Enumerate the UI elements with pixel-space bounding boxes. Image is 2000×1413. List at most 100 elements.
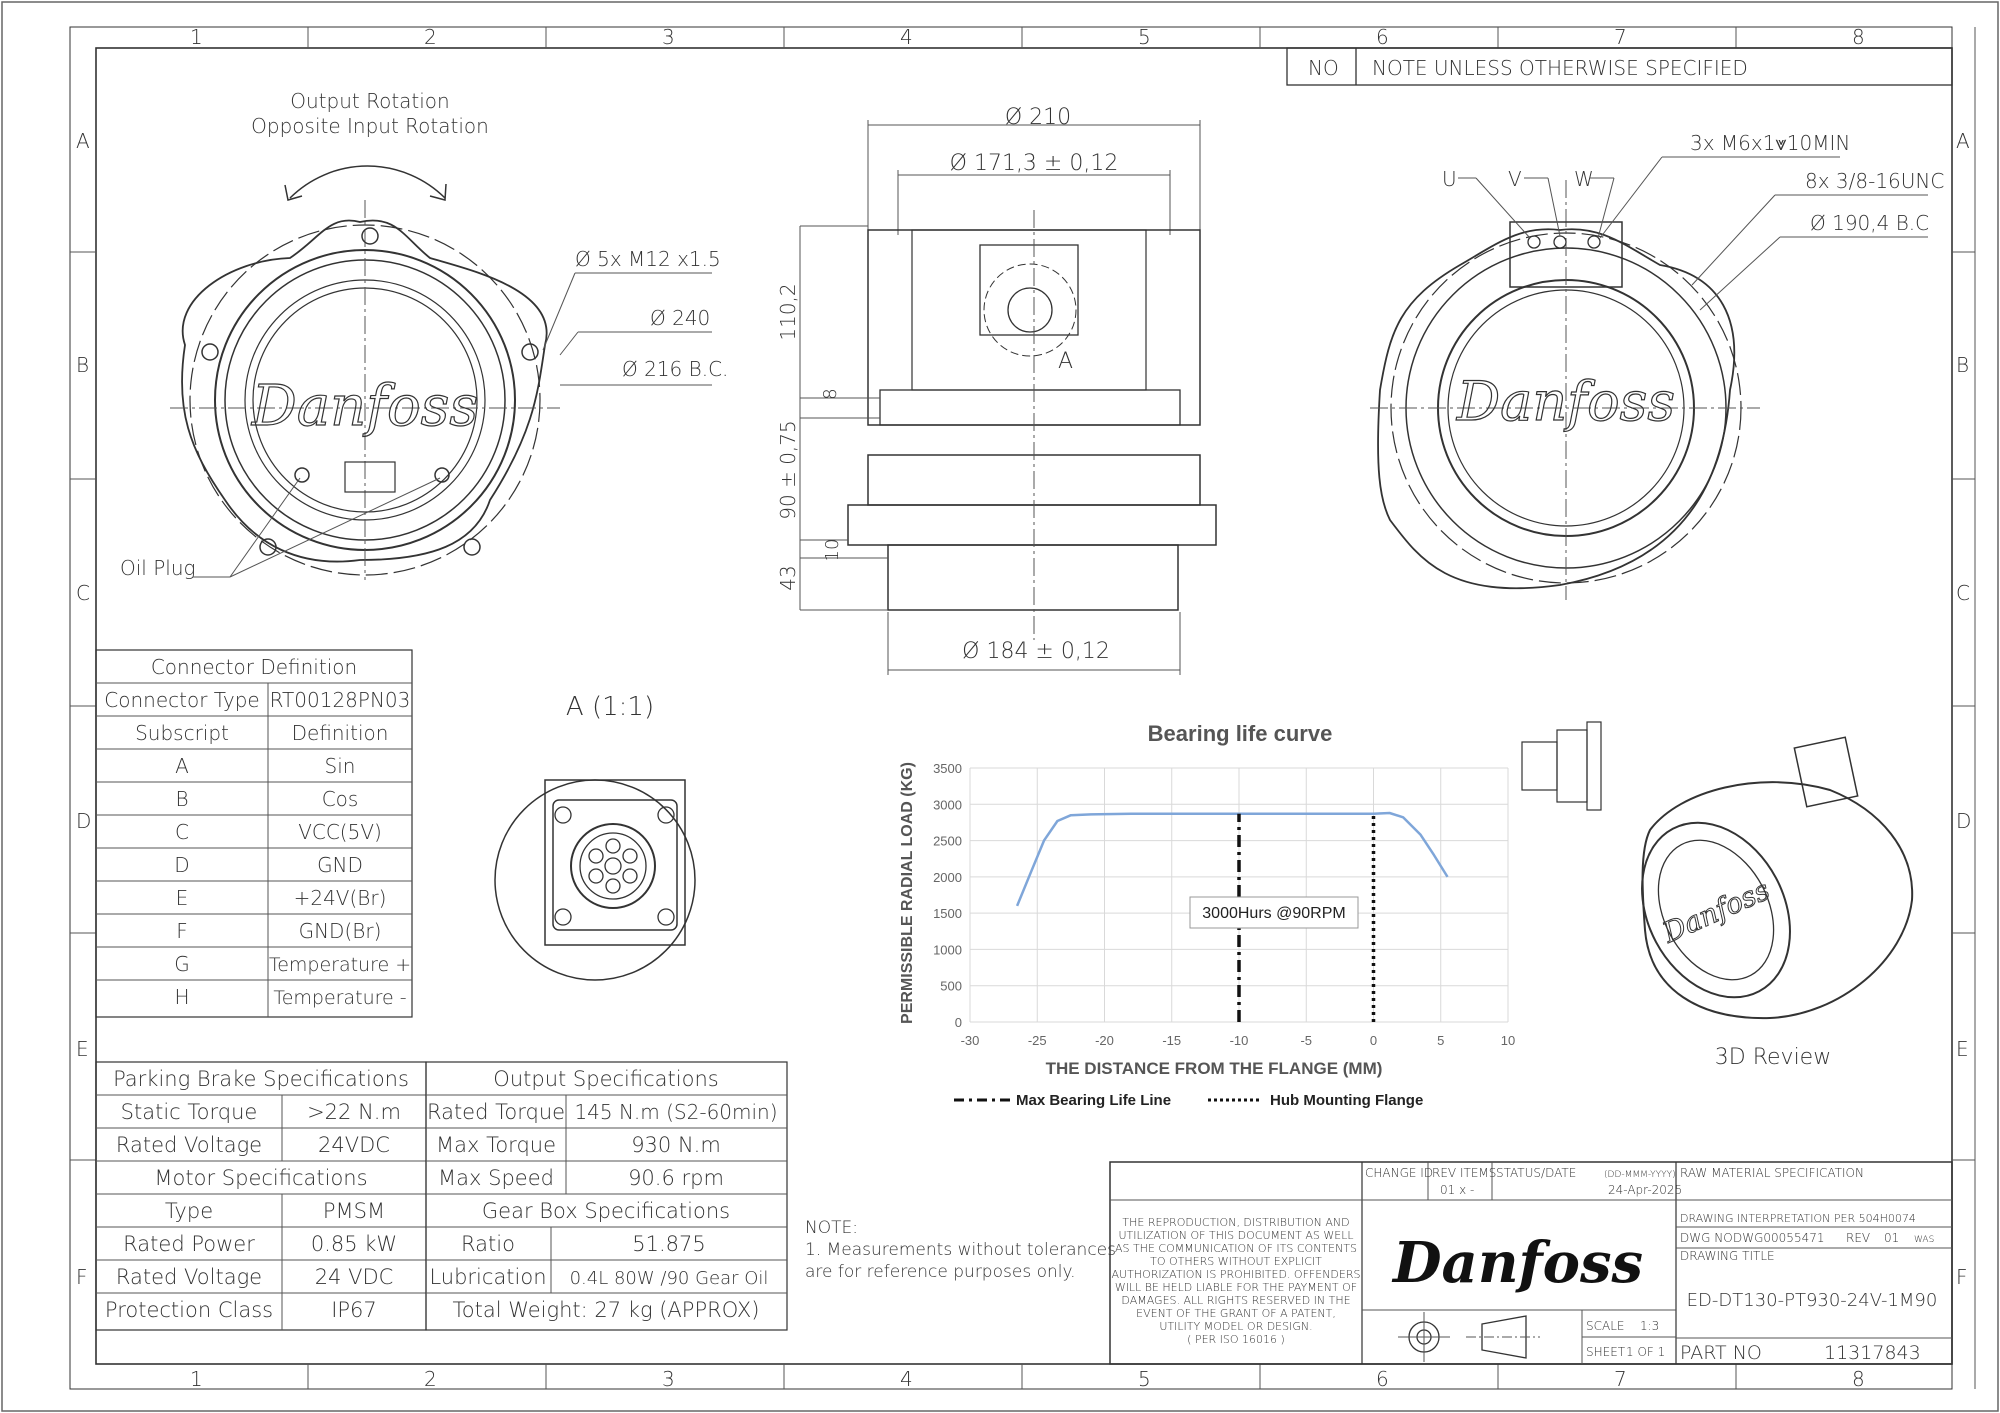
chart-y-tick-label: 0 (955, 1015, 962, 1030)
zone-labels-right: A B C D E F (1956, 129, 1971, 1289)
brake-title: Parking Brake Specifications (113, 1067, 409, 1091)
zone-col-8: 8 (1852, 25, 1865, 49)
chart-x-tick-label: -30 (961, 1033, 980, 1048)
zone-col-3-bottom: 3 (662, 1367, 675, 1391)
tb-drawing-title: ED-DT130-PT930-24V-1M90 (1687, 1290, 1938, 1311)
tb-legal-line: UTILITY MODEL OR DESIGN. (1159, 1320, 1312, 1333)
chart-x-tick-label: -25 (1028, 1033, 1047, 1048)
tb-legal-line: UTILIZATION OF THIS DOCUMENT AS WELL (1119, 1229, 1354, 1242)
rear-housing (1377, 228, 1736, 590)
brake-value: 24VDC (318, 1133, 390, 1157)
note-line-1: 1. Measurements without tolerances (805, 1240, 1116, 1260)
motor-label: Type (165, 1199, 213, 1223)
tb-legal-line: TO OTHERS WITHOUT EXPLICIT (1150, 1255, 1322, 1268)
zone-col-5-bottom: 5 (1138, 1367, 1151, 1391)
note-line-2: are for reference purposes only. (805, 1262, 1076, 1282)
dim-210: Ø 210 (1005, 105, 1071, 130)
pin-definition: Temperature + (269, 954, 411, 976)
dim-240: Ø 240 (650, 306, 710, 330)
pin-subscript: G (174, 952, 190, 976)
zone-col-6: 6 (1376, 25, 1389, 49)
pin-definition: Sin (325, 754, 356, 778)
gear-value: 0.4L 80W /90 Gear Oil (570, 1268, 769, 1289)
chart-series-line (1015, 811, 1449, 907)
pin-subscript: H (174, 985, 189, 1009)
rear-brand-logo: Danfoss (1456, 370, 1675, 433)
chart-x-label: THE DISTANCE FROM THE FLANGE (MM) (1046, 1059, 1383, 1078)
rotation-label-2: Opposite Input Rotation (251, 114, 489, 138)
tb-rev-value: 01 x - (1440, 1183, 1474, 1197)
chart-x-tick-label: 5 (1437, 1033, 1444, 1048)
output-label: Rated Torque (427, 1100, 565, 1124)
phase-u: U (1442, 167, 1457, 191)
dim-43: 43 (776, 565, 800, 590)
zone-col-8-bottom: 8 (1852, 1367, 1865, 1391)
pin-definition: Temperature - (273, 987, 406, 1009)
zone-col-1: 1 (190, 25, 203, 49)
zone-row-a: A (76, 129, 90, 153)
zone-col-3: 3 (662, 25, 675, 49)
note-title: NOTE: (805, 1218, 858, 1238)
tb-status-date: STATUS/DATE (1496, 1166, 1576, 1180)
tb-legal-line: EVENT OF THE GRANT OF A PATENT, (1136, 1307, 1336, 1320)
zone-row-a-right: A (1956, 129, 1970, 153)
tb-interpretation: DRAWING INTERPRETATION PER 504H0074 (1680, 1212, 1916, 1225)
front-view: Output Rotation Opposite Input Rotation … (120, 89, 728, 580)
output-value: 145 N.m (S2-60min) (574, 1100, 777, 1124)
tb-was-label: WAS (1914, 1235, 1934, 1245)
chart-y-tick-label: 2500 (933, 834, 962, 849)
tb-rev: 01 (1884, 1231, 1899, 1245)
dim-171: Ø 171,3 ± 0,12 (950, 151, 1119, 176)
dim-216: Ø 216 B.C. (622, 357, 728, 381)
motor-value: PMSM (323, 1199, 385, 1223)
output-label: Max Speed (438, 1166, 554, 1190)
zone-col-5: 5 (1138, 25, 1151, 49)
front-housing (181, 219, 548, 563)
zone-row-b-right: B (1956, 353, 1969, 377)
pin-subscript: A (175, 754, 189, 778)
pin-subscript: F (176, 919, 188, 943)
rear-view: Danfoss U V W 3x M6x1⩔10MIN 8x 3/8-16UNC… (1370, 131, 1944, 600)
view-3d: Danfoss 3D Review (1641, 736, 1914, 1070)
pin-subscript: D (174, 853, 189, 877)
zone-row-f: F (76, 1265, 88, 1289)
zone-col-4-bottom: 4 (900, 1367, 913, 1391)
chart-x-tick-label: 0 (1370, 1033, 1377, 1048)
zone-row-e: E (76, 1037, 89, 1061)
gear-value: 51.875 (632, 1232, 705, 1256)
zone-row-b: B (76, 353, 89, 377)
connector-table-title: Connector Definition (151, 655, 357, 679)
zone-row-f-right: F (1956, 1265, 1968, 1289)
zone-row-e-right: E (1956, 1037, 1969, 1061)
dim-bolts: Ø 5x M12 x1.5 (575, 247, 721, 271)
tb-change-id: CHANGE ID (1365, 1166, 1433, 1180)
total-weight: Total Weight: 27 kg (APPROX) (453, 1298, 760, 1322)
dim-bc: Ø 190,4 B.C (1810, 211, 1929, 235)
tb-part-no-label: PART NO (1680, 1342, 1762, 1364)
chart-series-group (1015, 811, 1449, 907)
connector-type-label: Connector Type (104, 688, 259, 712)
tb-legal-line: THE REPRODUCTION, DISTRIBUTION AND (1122, 1216, 1349, 1229)
motor-label: Rated Power (123, 1232, 255, 1256)
chart-y-tick-label: 3500 (933, 761, 962, 776)
oil-plug-label: Oil Plug (120, 556, 196, 580)
connector-table: Connector Definition Connector Type RT00… (95, 649, 413, 1018)
zone-labels-top: 1 2 3 4 5 6 7 8 (190, 25, 1865, 49)
tb-brand-logo: Danfoss (1391, 1230, 1643, 1296)
component-thumbnail (1521, 721, 1602, 811)
zone-col-1-bottom: 1 (190, 1367, 203, 1391)
gear-title: Gear Box Specifications (482, 1199, 730, 1223)
pin-definition: VCC(5V) (298, 820, 382, 844)
tb-drawing-title-label: DRAWING TITLE (1680, 1249, 1775, 1263)
front-brand-logo: Danfoss (251, 374, 478, 439)
detail-a-title: A (1:1) (566, 692, 654, 722)
output-label: Max Torque (436, 1133, 556, 1157)
tb-dwg-no-label: DWG NO (1680, 1231, 1733, 1245)
pin-subscript: B (175, 787, 188, 811)
notes-no-label: NO (1308, 56, 1339, 80)
tb-scale: 1:3 (1640, 1319, 1659, 1333)
dim-110: 110,2 (776, 283, 800, 340)
tb-dwg-no: DWG00055471 (1733, 1231, 1824, 1245)
pin-definition: Cos (322, 787, 359, 811)
